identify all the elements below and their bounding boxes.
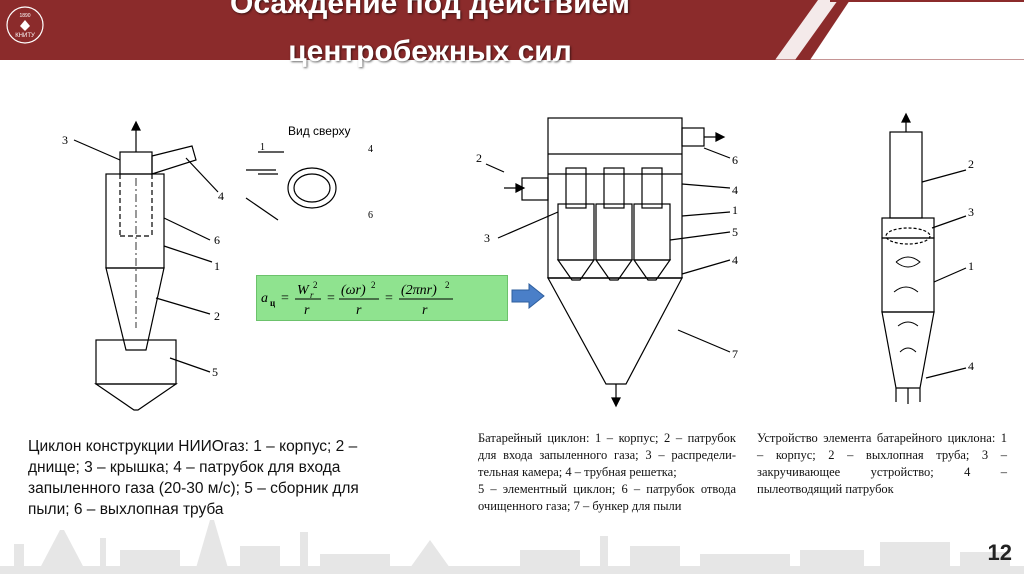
caption-battery-part2: 5 – элементный циклон; 6 – патрубок отво… xyxy=(478,482,736,513)
logo-text: КНИТУ xyxy=(15,33,35,39)
label-4: 4 xyxy=(218,189,224,203)
right-label-4: 4 xyxy=(968,359,974,373)
title-line-1: Осаждение под действием xyxy=(230,0,630,20)
formula-t1-num-sup: 2 xyxy=(313,280,318,290)
cyclone-niiogaz-diagram: 3 4 6 1 2 5 xyxy=(62,120,224,411)
battery-cyclone-diagram: 2 6 4 3 1 5 4 7 xyxy=(476,117,738,408)
industrial-skyline-decoration xyxy=(0,520,1024,574)
label-3: 3 xyxy=(62,133,68,147)
formula-t2-num: (ωr) xyxy=(341,283,366,298)
top-label-4: 4 xyxy=(368,144,373,155)
mid-label-4b: 4 xyxy=(732,253,738,267)
top-label-6: 6 xyxy=(368,210,373,221)
mid-label-3: 3 xyxy=(484,231,490,245)
mid-label-4a: 4 xyxy=(732,183,738,197)
page-title: Осаждение под действием центробежных сил xyxy=(150,0,710,70)
formula-t3-num: (2πnr) xyxy=(401,283,437,298)
mid-label-6: 6 xyxy=(732,153,738,167)
right-label-2: 2 xyxy=(968,157,974,171)
svg-text:=: = xyxy=(327,291,335,306)
mid-label-1: 1 xyxy=(732,203,738,217)
caption-niiogaz-cyclone: Циклон конструкции НИИОгаз: 1 – корпус; … xyxy=(28,438,359,518)
page-number: 12 xyxy=(987,540,1012,565)
mid-label-7: 7 xyxy=(732,347,738,361)
centrifugal-acceleration-formula: a ц = W r 2 r = (ωr) 2 r = (2πnr) 2 r xyxy=(256,275,508,321)
header-band: Осаждение под действием центробежных сил… xyxy=(0,0,1024,68)
formula-t2-den: r xyxy=(356,303,362,318)
title-line-2: центробежных сил xyxy=(288,35,572,68)
formula-t1-num: W xyxy=(297,283,310,298)
label-2: 2 xyxy=(214,309,220,323)
formula-lhs-sub: ц xyxy=(270,298,276,308)
logo-year: 1890 xyxy=(19,13,30,19)
cyclone-element-diagram: 2 3 1 4 xyxy=(881,112,974,404)
mid-label-5: 5 xyxy=(732,225,738,239)
caption-cyclone-element: Устройство элемента батарейного циклона:… xyxy=(757,431,1007,496)
formula-t3-den: r xyxy=(422,303,428,318)
formula-lhs: a xyxy=(261,291,268,306)
svg-text:=: = xyxy=(385,291,393,306)
formula-t1-den: r xyxy=(304,303,310,318)
right-label-1: 1 xyxy=(968,259,974,273)
right-arrow-icon xyxy=(511,283,545,309)
right-label-3: 3 xyxy=(968,205,974,219)
top-view-diagram: 1 4 6 xyxy=(245,142,373,221)
top-label-1: 1 xyxy=(260,142,265,153)
svg-text:=: = xyxy=(281,291,289,306)
formula-t3-num-sup: 2 xyxy=(445,280,450,290)
formula-t2-num-sup: 2 xyxy=(371,280,376,290)
top-view-title: Вид сверху xyxy=(288,124,351,138)
mid-label-2: 2 xyxy=(476,151,482,165)
caption-battery-part1: Батарейный циклон: 1 – корпус; 2 – патру… xyxy=(478,431,736,479)
header-background xyxy=(0,0,1024,60)
university-logo-icon: 1890 КНИТУ xyxy=(2,2,48,48)
label-1: 1 xyxy=(214,259,220,273)
label-6: 6 xyxy=(214,233,220,247)
label-5: 5 xyxy=(212,365,218,379)
formula-t1-num-sub: r xyxy=(310,290,314,300)
caption-battery-cyclone: Батарейный циклон: 1 – корпус; 2 – патру… xyxy=(478,430,736,515)
